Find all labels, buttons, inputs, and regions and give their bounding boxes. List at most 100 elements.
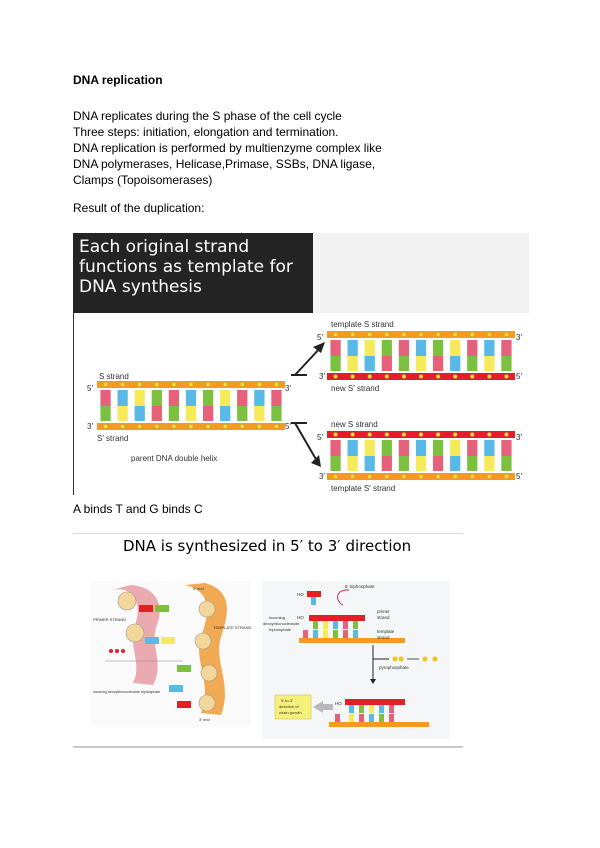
base-bottom xyxy=(254,406,265,421)
label-five: 5′ xyxy=(285,422,291,431)
direction-label: chain growth xyxy=(279,710,302,715)
direction-label: 5′-to-3′ xyxy=(281,698,293,703)
label-three: 3′ xyxy=(319,372,325,381)
direction-label: direction of xyxy=(279,704,299,709)
base-bottom xyxy=(501,356,512,371)
base-top xyxy=(450,340,461,356)
document-title: DNA replication xyxy=(73,73,163,87)
incoming-label: deoxyribonucleoside xyxy=(263,621,300,626)
phosphate-dot xyxy=(274,424,279,429)
paragraph-line: DNA replicates during the S phase of the… xyxy=(73,109,342,123)
phosphate-dot xyxy=(453,374,458,379)
phosphate-dot xyxy=(384,474,389,479)
label-template-s-prime: template S′ strand xyxy=(331,484,395,493)
incoming-label: triphosphate xyxy=(269,627,292,632)
phosphate-dot xyxy=(137,424,142,429)
base-bottom xyxy=(450,456,461,471)
arrow-up xyxy=(294,346,322,376)
base-bottom xyxy=(347,456,358,471)
phosphate-dot xyxy=(470,374,475,379)
left-label-template: TEMPLATE STRAND xyxy=(213,625,251,630)
phosphate-dot xyxy=(418,474,424,479)
figure-heading-line: DNA synthesis xyxy=(79,277,202,297)
label-five: 5′ xyxy=(516,472,522,481)
base-bottom xyxy=(484,456,495,471)
parent-helix xyxy=(97,381,285,430)
phosphate-dot xyxy=(103,424,108,429)
phosphate-dot xyxy=(367,374,372,379)
figure-heading: Each original strand functions as templa… xyxy=(79,237,293,297)
label-new-s-prime: new S′ strand xyxy=(331,384,379,393)
figure-rule xyxy=(73,533,463,534)
phosphate-dot xyxy=(401,432,407,437)
phosphate-dot xyxy=(274,382,279,387)
label-three: 3′ xyxy=(285,384,291,393)
base-top xyxy=(381,340,392,356)
ho-label: HO xyxy=(335,701,342,706)
template-label: strand xyxy=(377,635,390,640)
base-bottom xyxy=(432,356,444,371)
phosphate-dot xyxy=(367,474,372,479)
figure-heading-blank xyxy=(313,233,529,313)
paragraph-line: DNA polymerases, Helicase,Primase, SSBs,… xyxy=(73,157,376,171)
phosphate-dot xyxy=(384,374,389,379)
label-parent-helix: parent DNA double helix xyxy=(131,454,217,463)
right-schematic-panel: 5′ triphosphate HO HO primer strand temp… xyxy=(263,581,449,739)
figure-border xyxy=(73,313,74,495)
base-bottom xyxy=(220,406,231,421)
base-top xyxy=(202,390,214,406)
base-top xyxy=(220,390,231,406)
base-top xyxy=(237,390,248,406)
phosphate-dot xyxy=(401,332,407,337)
phosphate-dot xyxy=(240,382,245,387)
daughter-helix-bottom xyxy=(327,431,515,480)
phosphate-dot xyxy=(470,332,475,337)
phosphate-dot xyxy=(384,432,389,437)
base-top xyxy=(467,440,478,456)
base-bottom xyxy=(467,356,478,371)
paragraph-line: DNA replication is performed by multienz… xyxy=(73,141,382,155)
base-bottom xyxy=(415,456,427,471)
base-top xyxy=(415,440,427,456)
dna-helix-diagram: S strand 5′ 3′ 3′ 5′ S′ strand parent DN… xyxy=(87,320,522,493)
base-bottom xyxy=(467,456,478,471)
phosphate-dot xyxy=(333,332,338,337)
phosphate-dot xyxy=(333,374,338,379)
phosphate-dot xyxy=(350,432,355,437)
base-top xyxy=(381,440,392,456)
label-s-prime-strand: S′ strand xyxy=(97,434,128,443)
base-top xyxy=(364,340,375,356)
base-top xyxy=(415,340,427,356)
left-label-bottom: 3′ end xyxy=(199,717,210,722)
primer-label: strand xyxy=(377,615,390,620)
result-label: Result of the duplication: xyxy=(73,201,205,215)
template-label: template xyxy=(377,629,395,634)
phosphate-dot xyxy=(154,424,159,429)
phosphate-dot xyxy=(487,474,492,479)
phosphate-dot xyxy=(154,382,159,387)
ho-label: HO xyxy=(297,615,304,620)
phosphate-dot xyxy=(223,382,228,387)
base-top xyxy=(185,390,197,406)
base-top xyxy=(151,390,162,406)
base-top xyxy=(100,390,111,406)
phosphate-dot xyxy=(487,374,492,379)
phosphate-dot xyxy=(171,382,177,387)
figure2-heading: DNA is synthesized in 5′ to 3′ direction xyxy=(123,537,412,555)
phosphate-dot xyxy=(171,424,177,429)
label-three: 3′ xyxy=(516,333,522,342)
base-bottom xyxy=(381,356,392,371)
phosphate-dot xyxy=(257,424,262,429)
base-top xyxy=(398,340,410,356)
base-top xyxy=(364,440,375,456)
figure-heading-line: functions as template for xyxy=(79,257,293,277)
phosphate-dot xyxy=(240,424,245,429)
phosphate-dot xyxy=(418,332,424,337)
paragraph-line: Clamps (Topoisomerases) xyxy=(73,173,213,187)
ho-label: HO xyxy=(297,592,304,597)
phosphate-dot xyxy=(435,332,441,337)
left-structure-panel: 5′ end PRIMER STRAND TEMPLATE STRAND 3′ … xyxy=(91,581,251,727)
label-s-strand: S strand xyxy=(99,372,129,381)
base-top xyxy=(484,440,495,456)
